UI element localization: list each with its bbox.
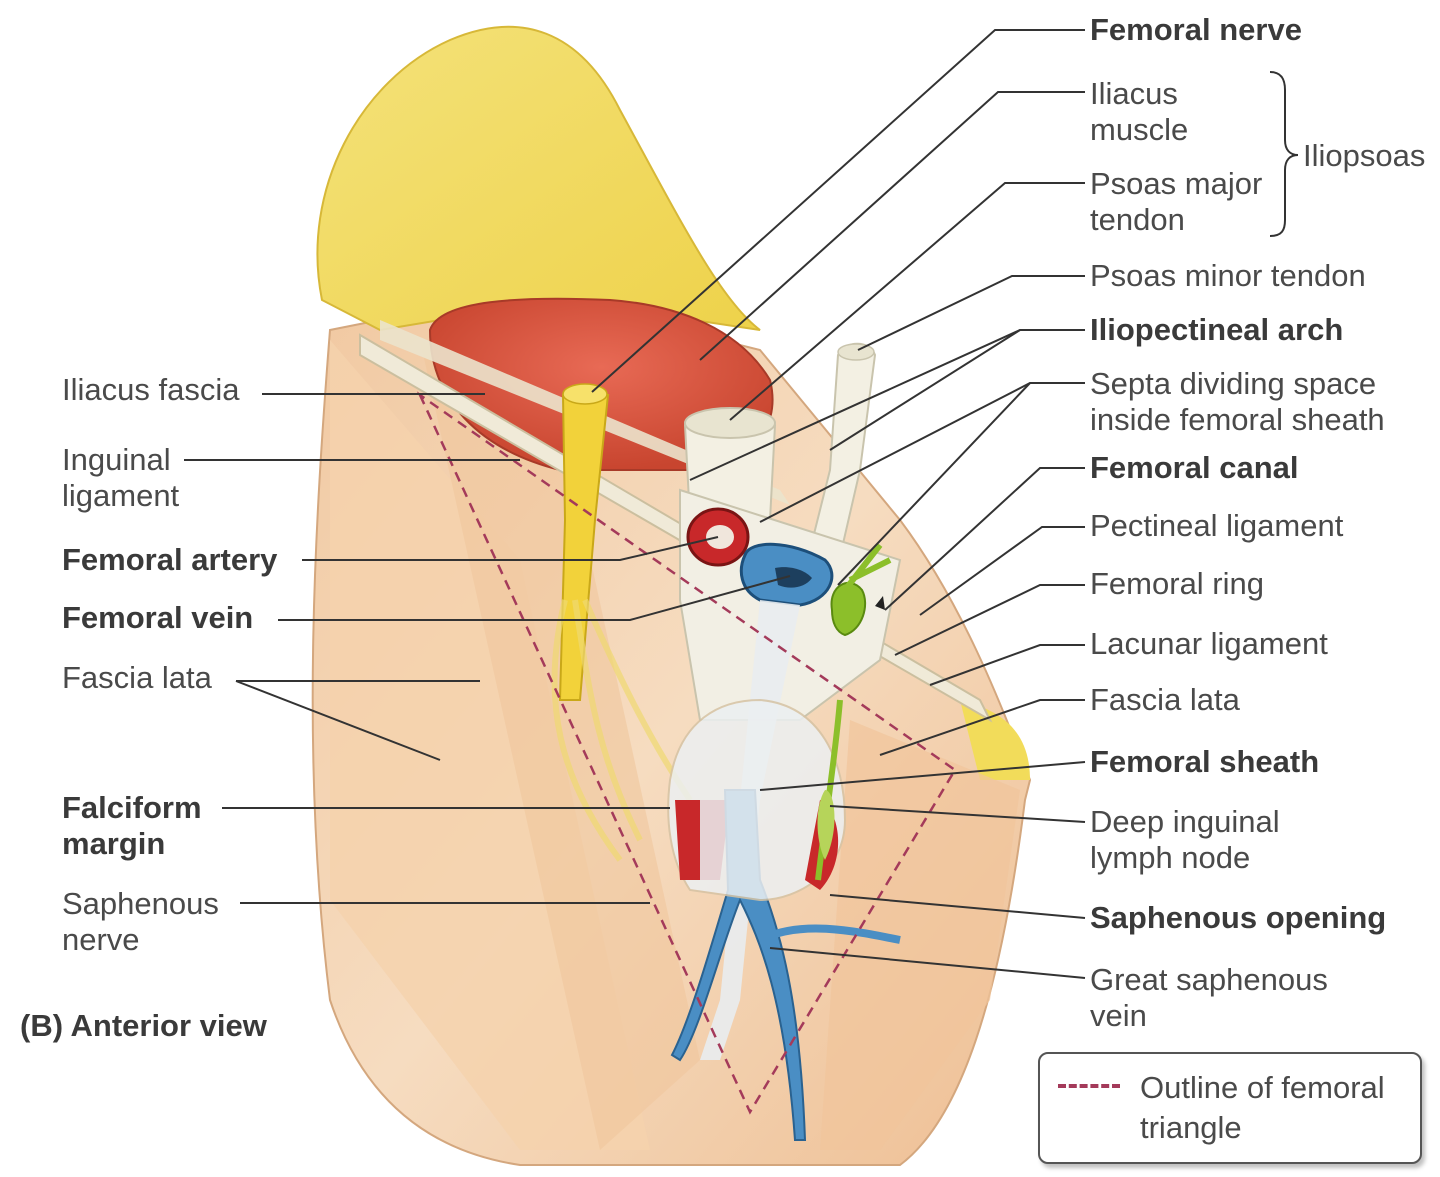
label-femoral-artery: Femoral artery — [62, 542, 278, 577]
legend-dash-swatch — [1058, 1084, 1120, 1088]
label-septa-line1: Septa dividing space — [1090, 366, 1377, 401]
leader-femoral-ring — [894, 584, 1085, 656]
label-femoral-vein: Femoral vein — [62, 600, 254, 635]
label-gsv-line1: Great saphenous — [1090, 962, 1328, 997]
fat-cap — [316, 25, 761, 332]
lymph-node-vessel — [815, 543, 892, 881]
femoral-nerve-trunk — [558, 394, 610, 701]
legend-text-line2: triangle — [1140, 1110, 1242, 1145]
label-femoral-nerve: Femoral nerve — [1090, 12, 1302, 47]
label-septa-line2: inside femoral sheath — [1090, 402, 1385, 437]
fat-lower-right — [960, 700, 1030, 780]
label-inguinal-ligament: Inguinal ligament — [62, 442, 179, 514]
leader-septa-b — [837, 382, 1031, 586]
iliopsoas-brace — [1269, 71, 1299, 237]
femoral-canal-arrow — [875, 596, 885, 610]
label-inguinal-line2: ligament — [62, 478, 180, 513]
femoral-triangle-outline — [416, 391, 957, 1115]
label-iliopsoas: Iliopsoas — [1303, 138, 1426, 173]
psoas-major-tendon-top — [684, 407, 776, 439]
leader-femoral-sheath — [759, 761, 1086, 791]
leader-psoas-minor — [857, 275, 1085, 351]
label-femoral-sheath: Femoral sheath — [1090, 744, 1320, 779]
label-fascia-lata-right: Fascia lata — [1090, 682, 1240, 717]
label-lymph-line2: lymph node — [1090, 840, 1251, 875]
label-saphenous-opening: Saphenous opening — [1090, 900, 1387, 935]
saphenous-branch-right — [758, 924, 901, 944]
psoas-minor-tendon-top — [837, 343, 875, 361]
label-deep-inguinal-lymph-node: Deep inguinal lymph node — [1090, 804, 1280, 876]
label-psoas-major-line1: Psoas major — [1090, 166, 1263, 201]
legend-text-line1: Outline of femoral — [1140, 1070, 1385, 1105]
label-falciform-line2: margin — [62, 826, 166, 861]
red-muscle-left — [675, 800, 700, 880]
femoral-nerve-cut — [562, 383, 608, 405]
legend-box: Outline of femoral triangle — [1038, 1052, 1422, 1164]
femoral-artery-lumen — [706, 525, 734, 549]
label-iliopectineal-arch: Iliopectineal arch — [1090, 312, 1344, 347]
label-falciform-line1: Falciform — [62, 790, 202, 825]
label-lymph-line1: Deep inguinal — [1090, 804, 1280, 839]
leader-lymph-node — [829, 805, 1086, 823]
label-femoral-canal: Femoral canal — [1090, 450, 1299, 485]
view-label: (B) Anterior view — [20, 1008, 267, 1043]
leader-lines — [184, 29, 1086, 979]
muscle-band-right — [820, 720, 1020, 1150]
leader-great-saphenous — [769, 947, 1086, 979]
lymph-node — [830, 581, 867, 637]
leader-femoral-canal — [884, 467, 1085, 611]
leader-fascia-lata-right — [879, 699, 1085, 756]
label-psoas-major-line2: tendon — [1090, 202, 1185, 237]
label-iliacus-muscle-line2: muscle — [1090, 112, 1189, 147]
label-gsv-line2: vein — [1090, 998, 1147, 1033]
legend-text: Outline of femoral triangle — [1140, 1068, 1385, 1148]
leader-fascia-lata-left-b — [235, 680, 441, 761]
label-iliacus-muscle: Iliacus muscle — [1090, 76, 1188, 148]
label-pectineal-ligament: Pectineal ligament — [1090, 508, 1344, 543]
leader-psoas-major — [729, 182, 1085, 421]
lymph-node-lower — [817, 790, 835, 860]
femoral-vein-lumen — [775, 567, 812, 588]
label-inguinal-line1: Inguinal — [62, 442, 171, 477]
label-lacunar-ligament: Lacunar ligament — [1090, 626, 1328, 661]
leader-saphenous-opening — [829, 894, 1086, 919]
label-psoas-minor-tendon: Psoas minor tendon — [1090, 258, 1366, 293]
label-iliacus-muscle-line1: Iliacus — [1090, 76, 1178, 111]
leader-iliopectineal-b — [829, 329, 1021, 451]
label-saphenous-nerve: Saphenous nerve — [62, 886, 219, 958]
leader-iliacus-muscle — [699, 91, 1085, 361]
label-saphenous-nerve-line1: Saphenous — [62, 886, 219, 921]
label-saphenous-nerve-line2: nerve — [62, 922, 140, 957]
leader-femoral-vein — [278, 575, 791, 621]
label-psoas-major-tendon: Psoas major tendon — [1090, 166, 1262, 238]
label-femoral-ring: Femoral ring — [1090, 566, 1264, 601]
label-falciform-margin: Falciform margin — [62, 790, 202, 862]
leader-lacunar — [929, 644, 1085, 686]
label-great-saphenous-vein: Great saphenous vein — [1090, 962, 1328, 1034]
label-fascia-lata-left: Fascia lata — [62, 660, 212, 695]
label-septa: Septa dividing space inside femoral shea… — [1090, 366, 1385, 438]
leader-femoral-artery — [302, 536, 719, 561]
leader-femoral-nerve — [591, 29, 1085, 393]
leader-pectineal — [919, 526, 1085, 616]
label-iliacus-fascia: Iliacus fascia — [62, 372, 240, 407]
